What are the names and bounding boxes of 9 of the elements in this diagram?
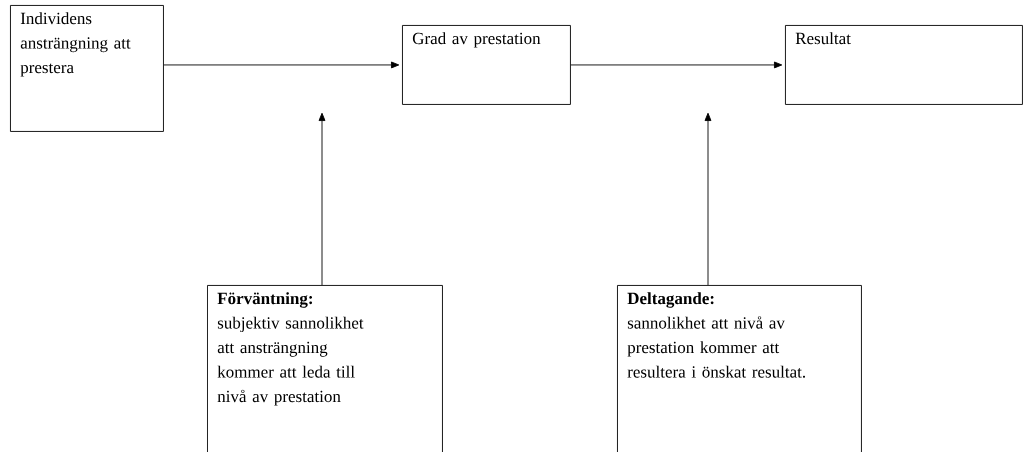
text-box: Förväntning: subjektiv sannolikhet att ansträngning kommer att leda till nivå av prestation bbox=[207, 285, 443, 452]
text-box: Resultat bbox=[785, 25, 1023, 105]
arrow bbox=[163, 61, 400, 69]
arrow bbox=[704, 112, 712, 286]
arrow bbox=[570, 61, 783, 69]
arrow bbox=[318, 112, 326, 286]
text-box: Grad av prestation bbox=[402, 25, 571, 105]
text-box: Individens ansträngning att prestera bbox=[10, 5, 164, 132]
text-box: Deltagande: sannolikhet att nivå av prestation kommer att resultera i önskat resultat. bbox=[617, 285, 862, 452]
